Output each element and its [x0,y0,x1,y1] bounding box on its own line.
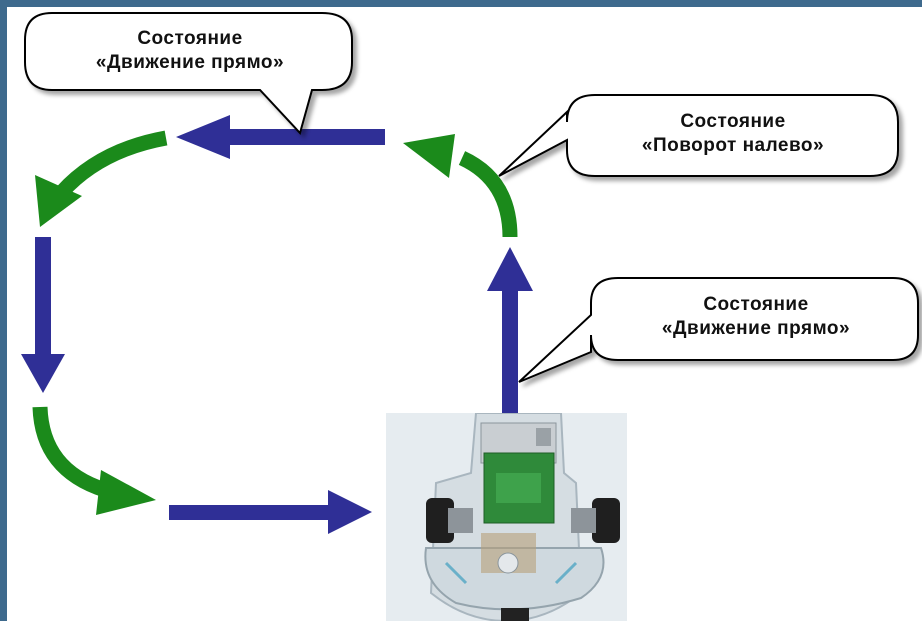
callout-forward-top [24,12,353,135]
arrow-bottom-right [169,490,372,534]
arrow-right-up [487,247,533,413]
callout-forward-right [518,277,919,383]
callout-line2: «Движение прямо» [661,318,851,339]
callout-forward-right-text: Состояние «Движение прямо» [606,293,906,341]
frame-border-top [0,0,922,7]
callout-turn-left [498,94,899,177]
arrow-top-left [176,115,385,159]
callout-turn-left-text: Состояние «Поворот налево» [583,110,883,158]
curve-top-left-green [35,130,168,227]
callout-line1: Состояние [137,28,243,49]
arrow-left-down [21,237,65,393]
frame-border-left [0,0,7,621]
callout-line1: Состояние [703,294,809,315]
callout-forward-top-text: Состояние «Движение прямо» [40,27,340,75]
robot-photo [386,413,627,621]
callout-line1: Состояние [680,111,786,132]
callout-line2: «Движение прямо» [95,52,285,73]
curve-top-right-green [403,134,518,238]
callout-line2: «Поворот налево» [641,135,825,156]
curve-bottom-left-green [32,406,156,515]
